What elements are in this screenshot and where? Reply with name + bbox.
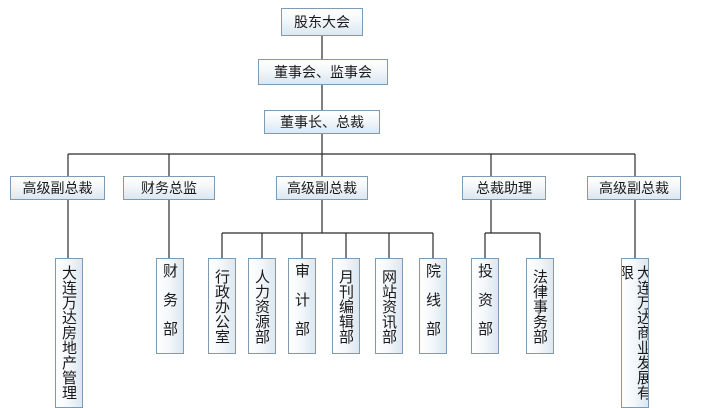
dept-label: 院线部	[424, 262, 442, 350]
dept-dalian-wanda-real-estate: 大连万达房地产管理	[55, 258, 83, 408]
node-cfo: 财务总监	[123, 176, 215, 200]
dept-label: 行政办公室	[213, 268, 231, 344]
node-chairman: 董事长、总裁	[264, 110, 380, 134]
dept-label: 大连万达商业发展有限	[621, 265, 649, 400]
node-shareholders-meeting: 股东大会	[281, 8, 363, 36]
dept-label: 大连万达房地产管理	[60, 265, 78, 400]
dept-label: 网站资讯部	[380, 268, 398, 344]
node-president-assistant: 总裁助理	[462, 176, 546, 200]
dept-label: 投资部	[476, 262, 494, 350]
node-svp-1: 高级副总裁	[10, 176, 105, 200]
dept-investment: 投资部	[471, 258, 499, 354]
dept-dalian-wanda-commercial-development: 大连万达商业发展有限	[621, 258, 649, 408]
dept-label: 法律事务部	[531, 268, 549, 344]
dept-audit: 审计部	[288, 258, 316, 354]
node-svp-3: 高级副总裁	[587, 176, 681, 200]
dept-administration-office: 行政办公室	[208, 258, 236, 354]
dept-label: 审计部	[293, 262, 311, 350]
dept-website-news: 网站资讯部	[375, 258, 403, 354]
dept-cinema-line: 院线部	[419, 258, 447, 354]
dept-finance: 财务部	[156, 258, 184, 354]
dept-label: 财务部	[161, 262, 179, 350]
dept-monthly-editorial: 月刊编辑部	[332, 258, 360, 354]
dept-legal-affairs: 法律事务部	[526, 258, 554, 354]
dept-label: 月刊编辑部	[337, 268, 355, 344]
node-svp-2: 高级副总裁	[276, 176, 368, 200]
dept-human-resources: 人力资源部	[248, 258, 276, 354]
node-board: 董事会、监事会	[258, 59, 388, 85]
dept-label: 人力资源部	[253, 268, 271, 344]
